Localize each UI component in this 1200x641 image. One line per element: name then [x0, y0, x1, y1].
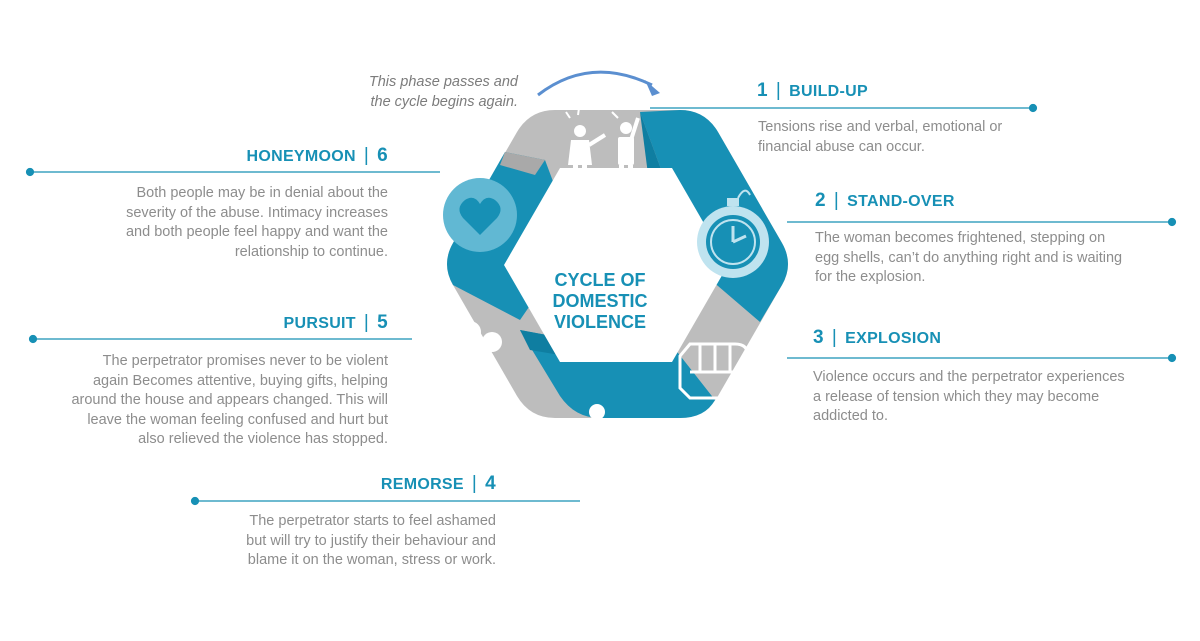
- shade-build-up: [500, 152, 545, 175]
- cycle-note-line-2: the cycle begins again.: [370, 94, 518, 110]
- phase-description-explosion: Violence occurs and the perpetrator expe…: [813, 368, 1183, 427]
- cycle-note-line-1: This phase passes and: [368, 74, 518, 90]
- cycle-note: This phase passes and the cycle begins a…: [318, 72, 518, 112]
- phase-separator: |: [363, 312, 370, 333]
- description-line: also relieved the violence has stopped.: [138, 431, 388, 447]
- description-line: financial abuse can occur.: [758, 138, 925, 155]
- description-line: relationship to continue.: [234, 243, 388, 260]
- description-line: a release of tension which they may beco…: [813, 388, 1100, 405]
- fist-icon: [678, 342, 750, 400]
- connector-dot-pursuit: [28, 334, 38, 344]
- regretful-person-icon: [562, 404, 634, 484]
- description-line: and both people feel happy and want the: [125, 224, 388, 240]
- connector-dot-honeymoon: [25, 167, 35, 177]
- phase-description-remorse: The perpetrator starts to feel ashamed b…: [176, 512, 496, 571]
- description-line: severity of the abuse. Intimacy increase…: [126, 204, 388, 221]
- phase-separator: |: [831, 327, 838, 348]
- phase-heading-pursuit: PURSUIT | 5: [200, 312, 388, 334]
- flowers-icon: [438, 321, 502, 410]
- phase-heading-explosion: 3 | EXPLOSION: [813, 327, 941, 349]
- description-line: blame it on the woman, stress or work.: [247, 552, 496, 568]
- phase-heading-remorse: REMORSE | 4: [300, 473, 496, 495]
- phase-separator: |: [833, 190, 840, 211]
- phase-number: 5: [377, 312, 388, 333]
- cycle-arrowhead-icon: [645, 80, 660, 96]
- phase-description-stand-over: The woman becomes frightened, stepping o…: [815, 229, 1185, 288]
- phase-description-pursuit: The perpetrator promises never to be vio…: [28, 352, 388, 450]
- description-line: for the explosion.: [815, 269, 926, 285]
- phase-separator: |: [363, 145, 370, 166]
- phase-name: STAND-OVER: [847, 193, 955, 210]
- cycle-title-line-2: DOMESTIC: [552, 291, 648, 311]
- connector-dot-stand-over: [1167, 217, 1177, 227]
- description-line: again Becomes attentive, buying gifts, h…: [92, 372, 388, 389]
- phase-name: BUILD-UP: [789, 83, 868, 100]
- phase-number: 3: [813, 327, 824, 348]
- description-line: Tensions rise and verbal, emotional or: [758, 119, 1003, 135]
- description-line: addicted to.: [813, 408, 888, 424]
- hexagon-inner: [504, 168, 728, 362]
- stopwatch-icon: [697, 189, 769, 278]
- connector-dot-build-up: [1028, 103, 1038, 113]
- phase-number: 4: [485, 473, 496, 494]
- description-line: around the house and appears changed. Th…: [71, 392, 388, 408]
- description-line: Violence occurs and the perpetrator expe…: [813, 369, 1125, 385]
- phase-separator: |: [775, 80, 782, 101]
- cycle-title-line-3: VIOLENCE: [553, 312, 646, 332]
- phase-name: EXPLOSION: [845, 330, 942, 347]
- description-line: but will try to justify their behaviour …: [246, 532, 496, 549]
- description-line: egg shells, can’t do anything right and …: [815, 249, 1123, 266]
- cycle-title: CYCLE OF DOMESTIC VIOLENCE: [540, 270, 660, 333]
- connector-lines: [25, 103, 1177, 506]
- phase-heading-honeymoon: HONEYMOON | 6: [200, 145, 388, 167]
- heart-icon: [443, 178, 517, 252]
- cycle-arrow-icon: [537, 70, 653, 97]
- phase-name: HONEYMOON: [246, 148, 356, 165]
- phase-number: 6: [377, 145, 388, 166]
- phase-number: 2: [815, 190, 826, 211]
- description-line: Both people may be in denial about the: [136, 185, 388, 201]
- description-line: leave the woman feeling confused and hur…: [87, 411, 388, 428]
- cycle-title-line-1: CYCLE OF: [554, 270, 646, 290]
- arguing-people-icon: [565, 107, 640, 189]
- connector-dot-remorse: [190, 496, 200, 506]
- phase-name: REMORSE: [380, 476, 464, 493]
- connector-dot-explosion: [1167, 353, 1177, 363]
- phase-description-honeymoon: Both people may be in denial about the s…: [68, 184, 388, 262]
- phase-heading-stand-over: 2 | STAND-OVER: [815, 190, 955, 212]
- phase-separator: |: [471, 473, 478, 494]
- phase-description-build-up: Tensions rise and verbal, emotional or f…: [758, 118, 1088, 157]
- description-line: The perpetrator promises never to be vio…: [102, 353, 388, 369]
- phase-heading-build-up: 1 | BUILD-UP: [757, 80, 868, 102]
- description-line: The woman becomes frightened, stepping o…: [815, 230, 1106, 246]
- phase-number: 1: [757, 80, 768, 101]
- phase-name: PURSUIT: [283, 315, 356, 332]
- description-line: The perpetrator starts to feel ashamed: [249, 513, 496, 529]
